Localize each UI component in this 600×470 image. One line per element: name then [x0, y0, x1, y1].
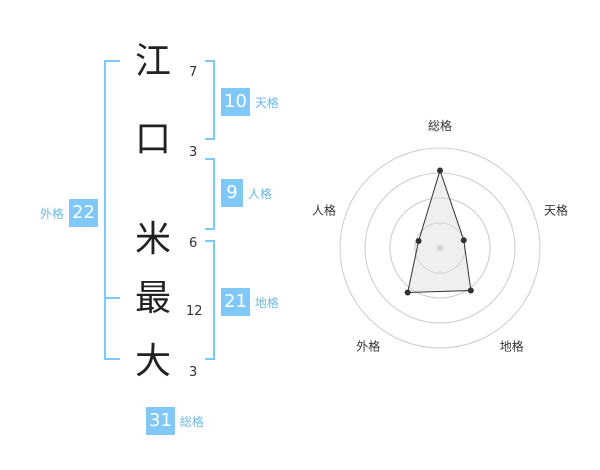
- radar-point-5: [415, 238, 422, 245]
- gaikaku-bracket: [104, 60, 120, 360]
- gaikaku-label: 外格: [40, 206, 65, 221]
- chikaku-bracket: [205, 240, 215, 360]
- name-char-4: 最: [134, 278, 171, 319]
- jinkaku-badge: 9 人格: [221, 179, 272, 207]
- name-char-3: 米: [134, 219, 171, 260]
- radar-axis-label-4: 外格: [356, 339, 380, 354]
- soukaku-value: 31: [146, 407, 175, 435]
- radar-ring-2: [389, 197, 491, 299]
- chikaku-badge: 21 地格: [221, 288, 279, 316]
- radar-polygon: [407, 168, 472, 294]
- tenkaku-label: 天格: [254, 95, 279, 110]
- radar-point-2: [460, 237, 467, 244]
- name-char-5: 大: [134, 341, 171, 382]
- gaikaku-divider: [104, 297, 120, 299]
- gaikaku-badge: 外格 22: [40, 199, 98, 227]
- name-char-2: 口: [134, 119, 171, 160]
- chikaku-label: 地格: [254, 295, 279, 310]
- jinkaku-label: 人格: [248, 186, 273, 201]
- radar-axis-label-1: 総格: [428, 118, 452, 133]
- tenkaku-badge: 10 天格: [221, 88, 279, 116]
- jinkaku-value: 9: [221, 179, 243, 207]
- radar-center-dot: [437, 245, 443, 251]
- soukaku-badge: 31 総格: [146, 407, 204, 435]
- stroke-count-2: 3: [189, 145, 198, 160]
- soukaku-label: 総格: [179, 414, 204, 429]
- tenkaku-bracket: [205, 60, 215, 140]
- radar-point-3: [467, 287, 474, 294]
- stroke-count-1: 7: [189, 65, 198, 80]
- radar-ring-4: [339, 147, 541, 349]
- radar-point-1: [437, 167, 443, 174]
- radar-axis-label-3: 地格: [500, 339, 524, 354]
- chikaku-value: 21: [221, 288, 250, 316]
- jinkaku-bracket: [205, 158, 215, 230]
- name-char-1: 江: [134, 41, 171, 82]
- stroke-count-3: 6: [189, 236, 198, 251]
- tenkaku-value: 10: [221, 88, 250, 116]
- radar-axis-label-5: 人格: [312, 202, 336, 217]
- radar-point-4: [404, 289, 411, 296]
- stroke-count-4: 12: [186, 304, 203, 319]
- radar-axis-label-2: 天格: [544, 202, 568, 217]
- stroke-count-5: 3: [189, 365, 198, 380]
- gaikaku-value: 22: [69, 199, 98, 227]
